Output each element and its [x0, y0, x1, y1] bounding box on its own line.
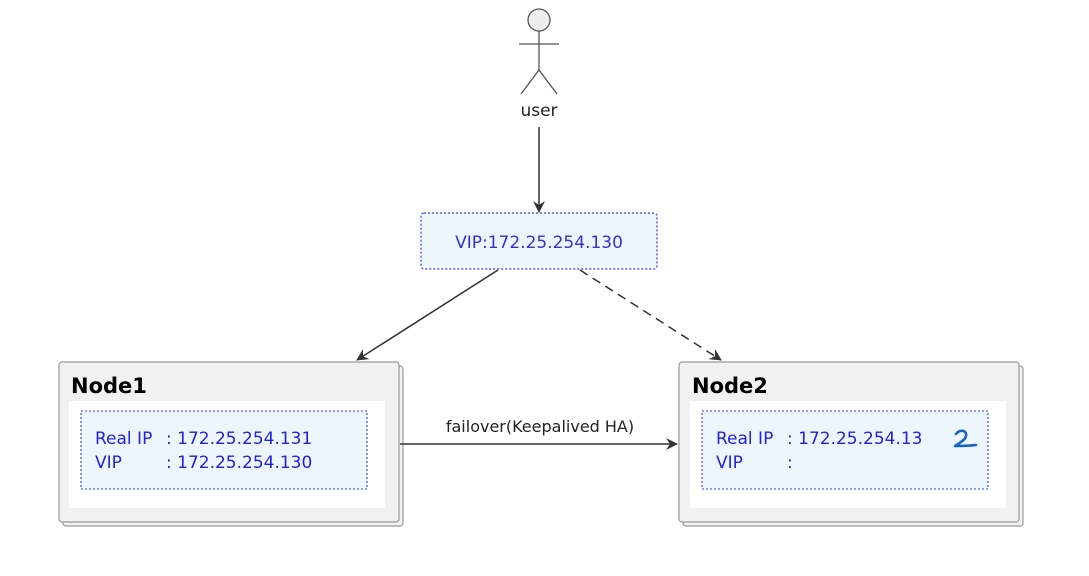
actor-label: user — [520, 101, 557, 121]
node1-vip-value: : 172.25.254.130 — [166, 453, 312, 473]
actor-left-leg — [520, 69, 540, 95]
vip-box: VIP:172.25.254.130 — [420, 212, 658, 270]
actor-head — [527, 8, 551, 32]
edge-vip-to-node1 — [356, 269, 499, 361]
node2-vip-value: : — [787, 453, 793, 473]
handwritten-scribble-mark — [953, 429, 978, 448]
node1-ip-box — [80, 410, 368, 490]
node1-box: Node1 Real IP : 172.25.254.131 VIP : 172… — [58, 361, 404, 527]
actor-right-leg — [538, 69, 558, 95]
node1-real-ip-label: Real IP — [95, 429, 152, 449]
node2-box: Node2 Real IP : 172.25.254.13 VIP : — [678, 361, 1024, 527]
node1-real-ip-value: : 172.25.254.131 — [166, 429, 312, 449]
vip-box-label: VIP:172.25.254.130 — [455, 233, 623, 253]
edge-vip-to-node2 — [579, 269, 722, 361]
node2-title: Node2 — [692, 374, 768, 398]
user-actor: user — [519, 8, 559, 121]
node1-vip-label: VIP — [95, 453, 122, 473]
node2-real-ip-label: Real IP — [716, 429, 773, 449]
failover-label: failover(Keepalived HA) — [446, 417, 634, 436]
node2-real-ip-value: : 172.25.254.13 — [787, 429, 923, 449]
node1-title: Node1 — [71, 374, 147, 398]
node2-ip-box — [701, 410, 989, 490]
node2-vip-label: VIP — [716, 453, 743, 473]
